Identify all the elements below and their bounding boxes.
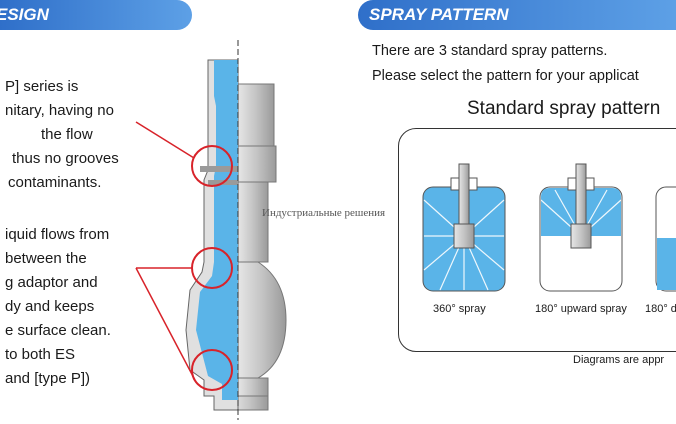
design-header-text: ESIGN: [0, 5, 49, 24]
design-text-line: e surface clean.: [5, 322, 111, 339]
standard-spray-pattern-title: Standard spray pattern: [467, 98, 661, 119]
intro-line-1: There are 3 standard spray patterns.: [372, 43, 608, 59]
callout-circles: [191, 145, 233, 391]
design-text-line: to both ES: [5, 346, 76, 363]
design-section-header: ESIGN: [0, 0, 192, 30]
nozzle-section-half: [185, 59, 239, 411]
nozzle-exterior-half: [231, 83, 287, 411]
spray-360-diagram: [422, 163, 506, 292]
design-text-line: g adaptor and: [5, 274, 98, 291]
caption-180-upward-spray: 180° upward spray: [535, 303, 627, 315]
spray-180-upward-diagram: [539, 163, 623, 292]
diagram-approximation-note: Diagrams are appr: [573, 354, 665, 366]
spray-pattern-header: SPRAY PATTERN: [358, 0, 676, 30]
design-text-line: thus no grooves: [12, 150, 119, 167]
caption-360-spray: 360° spray: [433, 303, 486, 315]
design-text-line: nitary, having no: [5, 102, 114, 119]
spray-180-downward-diagram: [655, 186, 676, 292]
design-text-line: iquid flows from: [5, 226, 110, 243]
design-text-line: dy and keeps: [5, 298, 95, 315]
design-text-line: P] series is: [5, 78, 79, 95]
design-text-line: the flow: [41, 126, 93, 143]
design-text-line: between the: [5, 250, 87, 267]
callout-lines: [135, 121, 197, 383]
caption-180-downward-spray: 180° d: [645, 303, 676, 315]
intro-line-2: Please select the pattern for your appli…: [372, 68, 639, 84]
design-text-line: contaminants.: [8, 174, 102, 191]
design-text-line: and [type P]): [5, 370, 91, 387]
spray-pattern-header-text: SPRAY PATTERN: [369, 5, 509, 24]
watermark-text: Индустриальные решения: [262, 207, 386, 219]
